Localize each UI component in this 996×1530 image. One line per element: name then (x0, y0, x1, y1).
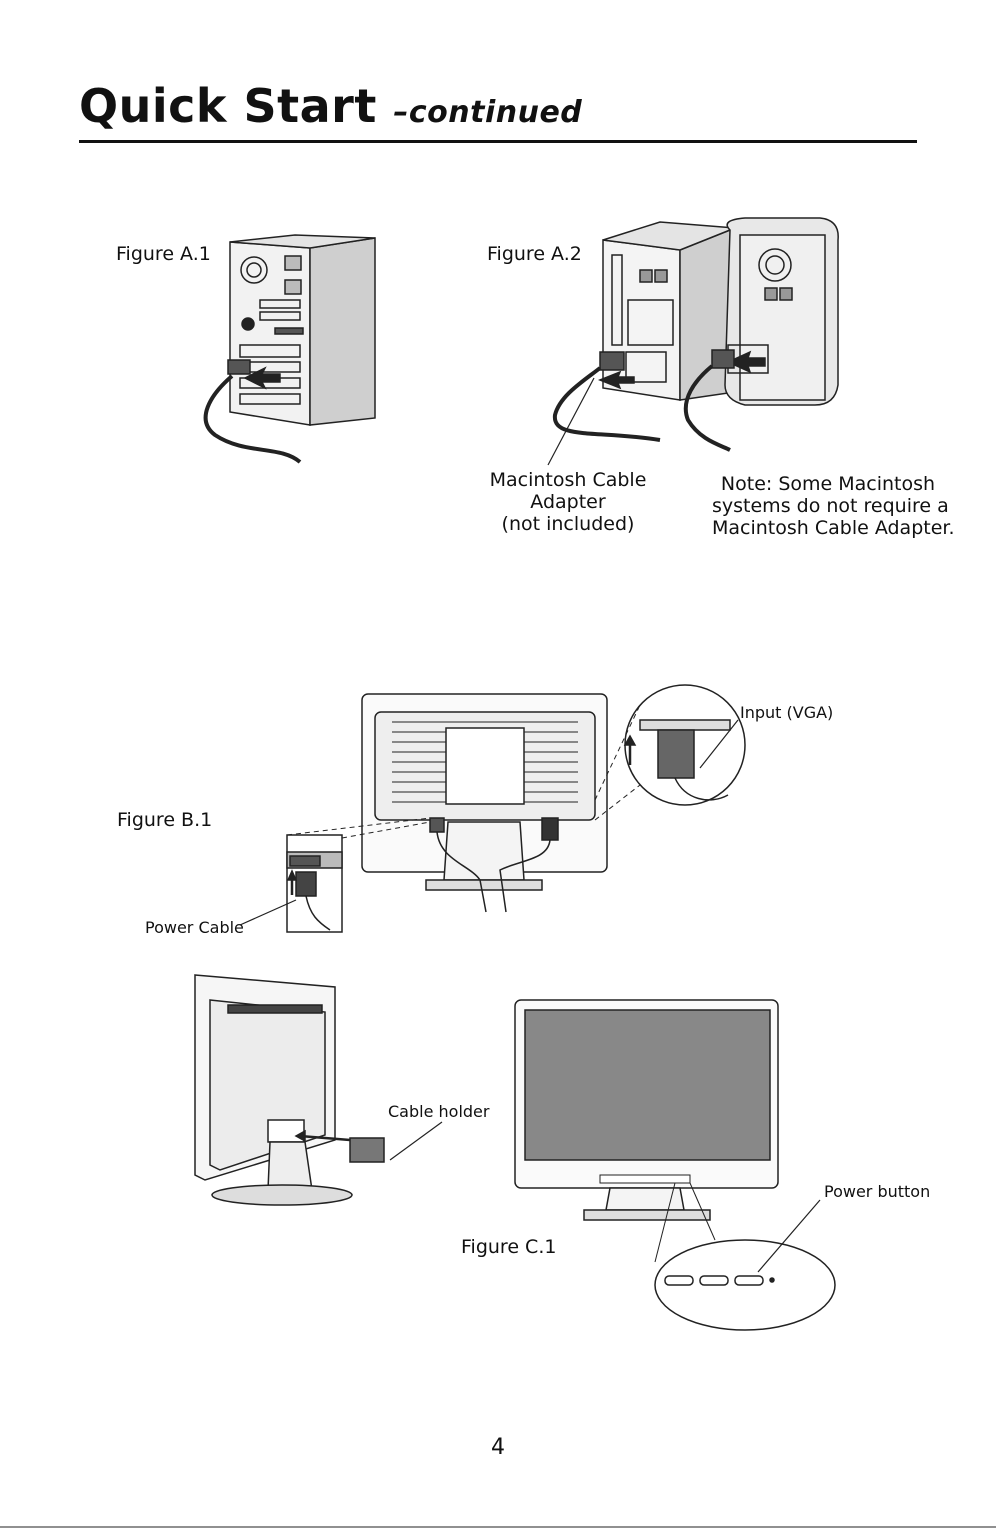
pc-tower-illustration (206, 235, 375, 462)
adapter-callout-line: Macintosh Cable (478, 469, 658, 491)
figure-b1-label: Figure B.1 (117, 809, 212, 831)
mac-tower-illustration (548, 218, 838, 465)
adapter-callout: Macintosh Cable Adapter (not included) (478, 469, 658, 535)
figure-a1-label: Figure A.1 (116, 243, 211, 265)
adapter-callout-line: Adapter (478, 491, 658, 513)
mac-note-line: systems do not require a (712, 495, 944, 517)
mac-note-line: Note: Some Macintosh (712, 473, 944, 495)
mac-note: Note: Some Macintosh systems do not requ… (712, 473, 944, 539)
input-vga-callout: Input (VGA) (740, 702, 833, 724)
figure-a2-label: Figure A.2 (487, 243, 582, 265)
monitor-front-illustration (515, 1000, 835, 1330)
page-number: 4 (480, 1435, 516, 1460)
mac-note-line: Macintosh Cable Adapter. (712, 517, 944, 539)
figure-c1-label: Figure C.1 (461, 1236, 556, 1258)
monitor-rear-illustration (240, 685, 745, 932)
power-button-callout: Power button (824, 1181, 930, 1203)
power-cable-callout: Power Cable (145, 917, 244, 939)
cable-holder-callout: Cable holder (388, 1101, 489, 1123)
adapter-callout-line: (not included) (478, 513, 658, 535)
monitor-side-illustration (195, 975, 442, 1205)
